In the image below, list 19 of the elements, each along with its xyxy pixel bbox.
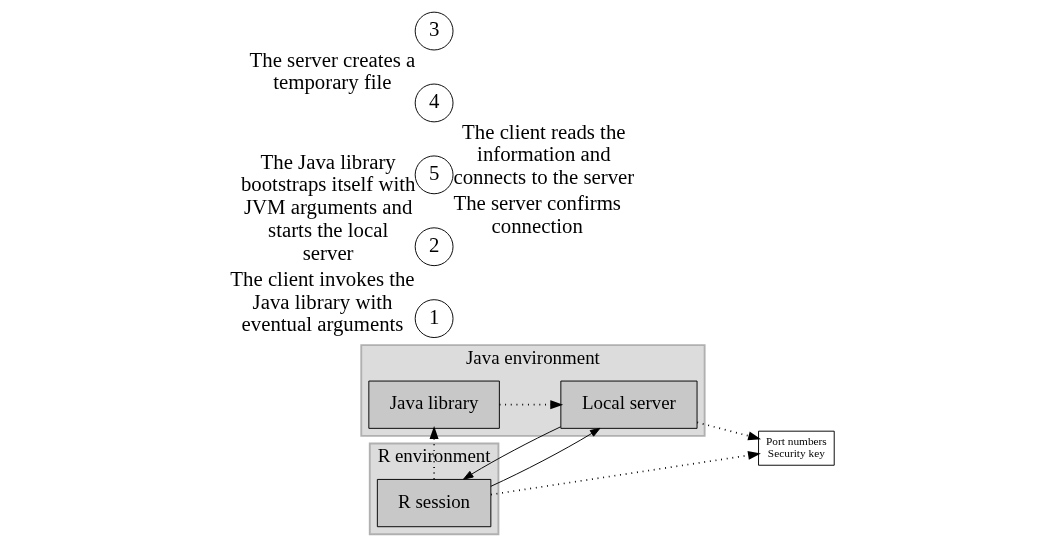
node-box: Port numbers Security key xyxy=(758,430,835,466)
node-box: R session xyxy=(376,478,492,528)
node-circle: 2 xyxy=(414,227,454,267)
arrow xyxy=(463,426,562,480)
arrow xyxy=(696,421,762,441)
node-circle: 3 xyxy=(414,11,454,51)
node-label: The server creates a temporary file xyxy=(249,47,416,94)
node-box: Java library xyxy=(368,380,500,429)
arrow xyxy=(490,450,761,496)
node-circle: 5 xyxy=(414,155,454,195)
node-label: The client invokes the Java library with eventual arguments xyxy=(230,267,415,336)
node-circle: 4 xyxy=(414,83,454,123)
node-label: The server confirms connection xyxy=(453,191,621,238)
node-circle: 1 xyxy=(414,299,454,338)
node-label: The Java library bootstraps itself with JVM arguments and starts the local server xyxy=(240,149,416,264)
arrow xyxy=(429,426,439,481)
node-box: Local server xyxy=(560,380,698,429)
arrow xyxy=(490,427,601,487)
node-label: The client reads the information and connects to the server xyxy=(453,119,635,188)
